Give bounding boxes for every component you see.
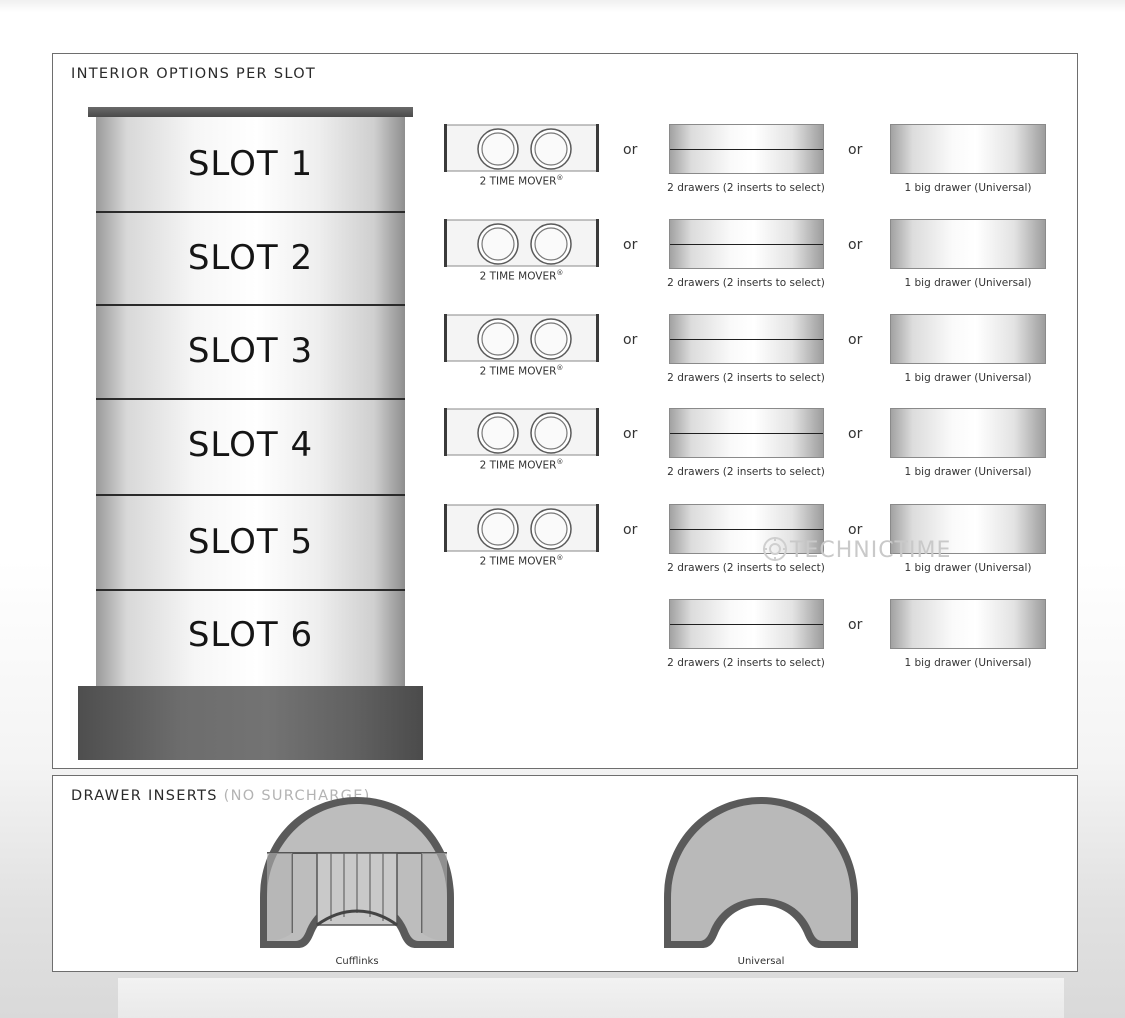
- big-drawer-caption: 1 big drawer (Universal): [904, 372, 1032, 384]
- interior-options-title: INTERIOR OPTIONS PER SLOT: [71, 66, 317, 82]
- technictime-logo-icon: [763, 537, 787, 561]
- drawer-split-line: [670, 244, 823, 245]
- drawer-split-line: [670, 149, 823, 150]
- time-mover-icon[interactable]: [444, 408, 599, 456]
- slot-divider: [96, 589, 405, 591]
- time-mover-caption: 2 TIME MOVER®: [479, 174, 564, 188]
- or-separator: or: [848, 237, 863, 253]
- bottom-band: [118, 978, 1064, 1018]
- big-drawer-icon[interactable]: [890, 599, 1046, 649]
- slot-divider: [96, 211, 405, 213]
- or-separator: or: [623, 426, 638, 442]
- drawer-inserts-panel: DRAWER INSERTS (NO SURCHARGE): [52, 775, 1078, 972]
- slot-label-4[interactable]: SLOT 4: [187, 425, 314, 465]
- drawer-inserts-heading: DRAWER INSERTS: [71, 788, 218, 804]
- slot-label-2[interactable]: SLOT 2: [187, 238, 314, 278]
- option-row-6: 2 drawers (2 inserts to select) or 1 big…: [0, 599, 1125, 669]
- time-mover-icon[interactable]: [444, 219, 599, 267]
- watermark-text: TECHNICTIME: [790, 538, 952, 563]
- time-mover-caption: 2 TIME MOVER®: [479, 458, 564, 472]
- or-separator: or: [623, 237, 638, 253]
- universal-label: Universal: [737, 956, 785, 967]
- cufflinks-insert-icon[interactable]: [256, 793, 458, 955]
- two-drawers-caption: 2 drawers (2 inserts to select): [667, 182, 825, 194]
- big-drawer-icon[interactable]: [890, 504, 1046, 554]
- two-drawers-icon[interactable]: [669, 408, 824, 458]
- or-separator: or: [848, 142, 863, 158]
- time-mover-icon[interactable]: [444, 504, 599, 552]
- or-separator: or: [623, 522, 638, 538]
- slot-label-1[interactable]: SLOT 1: [187, 144, 314, 184]
- big-drawer-icon[interactable]: [890, 219, 1046, 269]
- big-drawer-caption: 1 big drawer (Universal): [904, 657, 1032, 669]
- big-drawer-caption: 1 big drawer (Universal): [904, 277, 1032, 289]
- option-row-1: 2 TIME MOVER® or 2 drawers (2 inserts to…: [0, 124, 1125, 194]
- big-drawer-caption: 1 big drawer (Universal): [904, 562, 1032, 574]
- drawer-split-line: [670, 433, 823, 434]
- drawer-split-line: [670, 529, 823, 530]
- drawer-split-line: [670, 624, 823, 625]
- time-mover-icon[interactable]: [444, 124, 599, 172]
- option-row-3: 2 TIME MOVER® or 2 drawers (2 inserts to…: [0, 314, 1125, 384]
- option-row-2: 2 TIME MOVER® or 2 drawers (2 inserts to…: [0, 219, 1125, 289]
- time-mover-caption: 2 TIME MOVER®: [479, 554, 564, 568]
- big-drawer-icon[interactable]: [890, 408, 1046, 458]
- top-shadow: [0, 0, 1125, 12]
- or-separator: or: [848, 522, 863, 538]
- or-separator: or: [848, 617, 863, 633]
- two-drawers-icon[interactable]: [669, 219, 824, 269]
- big-drawer-caption: 1 big drawer (Universal): [904, 466, 1032, 478]
- or-separator: or: [623, 142, 638, 158]
- tower-base: [78, 686, 423, 760]
- two-drawers-icon[interactable]: [669, 504, 824, 554]
- option-row-5: 2 TIME MOVER® or 2 drawers (2 inserts to…: [0, 504, 1125, 574]
- time-mover-icon[interactable]: [444, 314, 599, 362]
- time-mover-caption: 2 TIME MOVER®: [479, 269, 564, 283]
- or-separator: or: [848, 332, 863, 348]
- two-drawers-caption: 2 drawers (2 inserts to select): [667, 466, 825, 478]
- slot-label-5[interactable]: SLOT 5: [187, 522, 314, 562]
- or-separator: or: [848, 426, 863, 442]
- two-drawers-caption: 2 drawers (2 inserts to select): [667, 277, 825, 289]
- slot-divider: [96, 494, 405, 496]
- drawer-split-line: [670, 339, 823, 340]
- two-drawers-icon[interactable]: [669, 124, 824, 174]
- slot-label-3[interactable]: SLOT 3: [187, 331, 314, 371]
- two-drawers-caption: 2 drawers (2 inserts to select): [667, 562, 825, 574]
- or-separator: or: [623, 332, 638, 348]
- big-drawer-icon[interactable]: [890, 314, 1046, 364]
- option-row-4: 2 TIME MOVER® or 2 drawers (2 inserts to…: [0, 408, 1125, 478]
- slot-divider: [96, 304, 405, 306]
- slot-label-6[interactable]: SLOT 6: [187, 615, 314, 655]
- two-drawers-caption: 2 drawers (2 inserts to select): [667, 372, 825, 384]
- big-drawer-caption: 1 big drawer (Universal): [904, 182, 1032, 194]
- slot-divider: [96, 398, 405, 400]
- cufflinks-label: Cufflinks: [335, 956, 379, 967]
- tower-top-cap: [88, 107, 413, 117]
- big-drawer-icon[interactable]: [890, 124, 1046, 174]
- universal-insert-icon[interactable]: [660, 793, 862, 955]
- time-mover-caption: 2 TIME MOVER®: [479, 364, 564, 378]
- two-drawers-icon[interactable]: [669, 599, 824, 649]
- two-drawers-icon[interactable]: [669, 314, 824, 364]
- two-drawers-caption: 2 drawers (2 inserts to select): [667, 657, 825, 669]
